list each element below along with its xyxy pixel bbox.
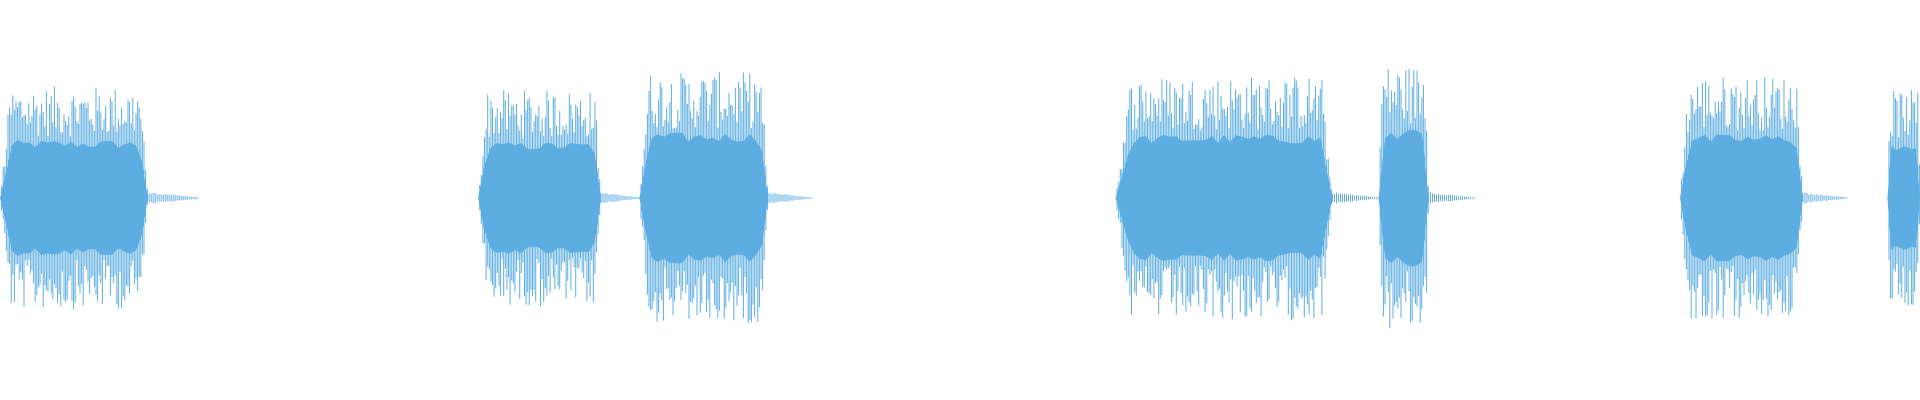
waveform-tail — [767, 192, 813, 204]
waveform-tail — [1332, 192, 1379, 204]
waveform-burst — [1378, 68, 1429, 328]
waveform-spikes — [479, 90, 601, 306]
waveform-tail — [1802, 192, 1848, 204]
waveform-burst — [1680, 77, 1803, 319]
waveform-burst — [478, 90, 601, 306]
waveform-burst — [1115, 77, 1333, 321]
waveform-spikes — [640, 72, 768, 324]
waveform-tail — [147, 192, 199, 204]
waveform-spikes — [1116, 77, 1332, 321]
waveform-tail — [600, 193, 640, 203]
waveform-spikes — [1379, 68, 1429, 328]
waveform-tail — [1428, 192, 1475, 204]
waveform-burst — [1887, 90, 1920, 306]
waveform-core — [1378, 129, 1429, 267]
waveform-spikes — [1, 86, 148, 310]
waveform-burst — [639, 72, 768, 324]
waveform-burst — [0, 86, 148, 310]
waveform-spikes — [1681, 77, 1803, 319]
waveform-spikes — [1888, 90, 1920, 306]
